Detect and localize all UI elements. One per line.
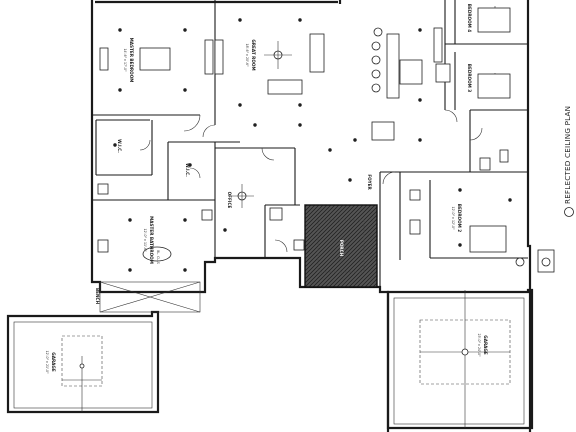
- fan-great-room: [264, 41, 292, 69]
- room-labels: MASTER BEDROOM 14'-6" x 17'-0" GREAT ROO…: [45, 4, 488, 374]
- label-tub: BL. CLLS: [156, 250, 160, 264]
- label-master-bath-dims: 12'-0" x 11'-6": [143, 228, 147, 252]
- sheet-title: REFLECTED CEILING PLAN: [563, 106, 574, 217]
- label-wic-2: W.I.C.: [185, 163, 190, 177]
- label-garage-right-dims: 23'-0" x 24'-0": [477, 333, 481, 357]
- recessed-lights: [113, 18, 512, 272]
- label-porch: PORCH: [339, 240, 344, 257]
- label-garage-left: GARAGE: [51, 352, 56, 372]
- label-master-bedroom-dims: 14'-6" x 17'-0": [123, 48, 127, 72]
- porch: [304, 204, 378, 288]
- sheet-title-text: REFLECTED CEILING PLAN: [563, 106, 572, 204]
- label-garage-right: GARAGE: [483, 335, 488, 355]
- label-foyer: FOYER: [367, 174, 372, 190]
- fixtures: [97, 7, 555, 313]
- label-bedroom-2: BEDROOM 2: [457, 204, 462, 232]
- label-great-room-dims: 18'-6" x 20'-6": [245, 43, 249, 67]
- garage-right: [386, 288, 534, 430]
- label-bedroom-3: BEDROOM 3: [467, 64, 472, 92]
- interior-walls: [92, 0, 528, 287]
- label-office: OFFICE: [227, 192, 232, 209]
- label-master-bedroom: MASTER BEDROOM: [129, 38, 134, 83]
- label-master-bath: MASTER BATHROOM: [149, 216, 154, 264]
- label-bedroom-4: BEDROOM 4: [467, 4, 472, 32]
- label-wic-1: W.I.C.: [117, 139, 122, 153]
- label-great-room: GREAT ROOM: [251, 39, 256, 70]
- label-bench: BENCH: [95, 288, 100, 305]
- garage-left: [6, 310, 160, 414]
- fan-office: [230, 184, 254, 208]
- label-bedroom-2-dims: 12'-0" x 12'-0": [451, 206, 455, 230]
- label-garage-left-dims: 12'-0" x 21'-0": [45, 350, 49, 374]
- doors: [139, 109, 483, 253]
